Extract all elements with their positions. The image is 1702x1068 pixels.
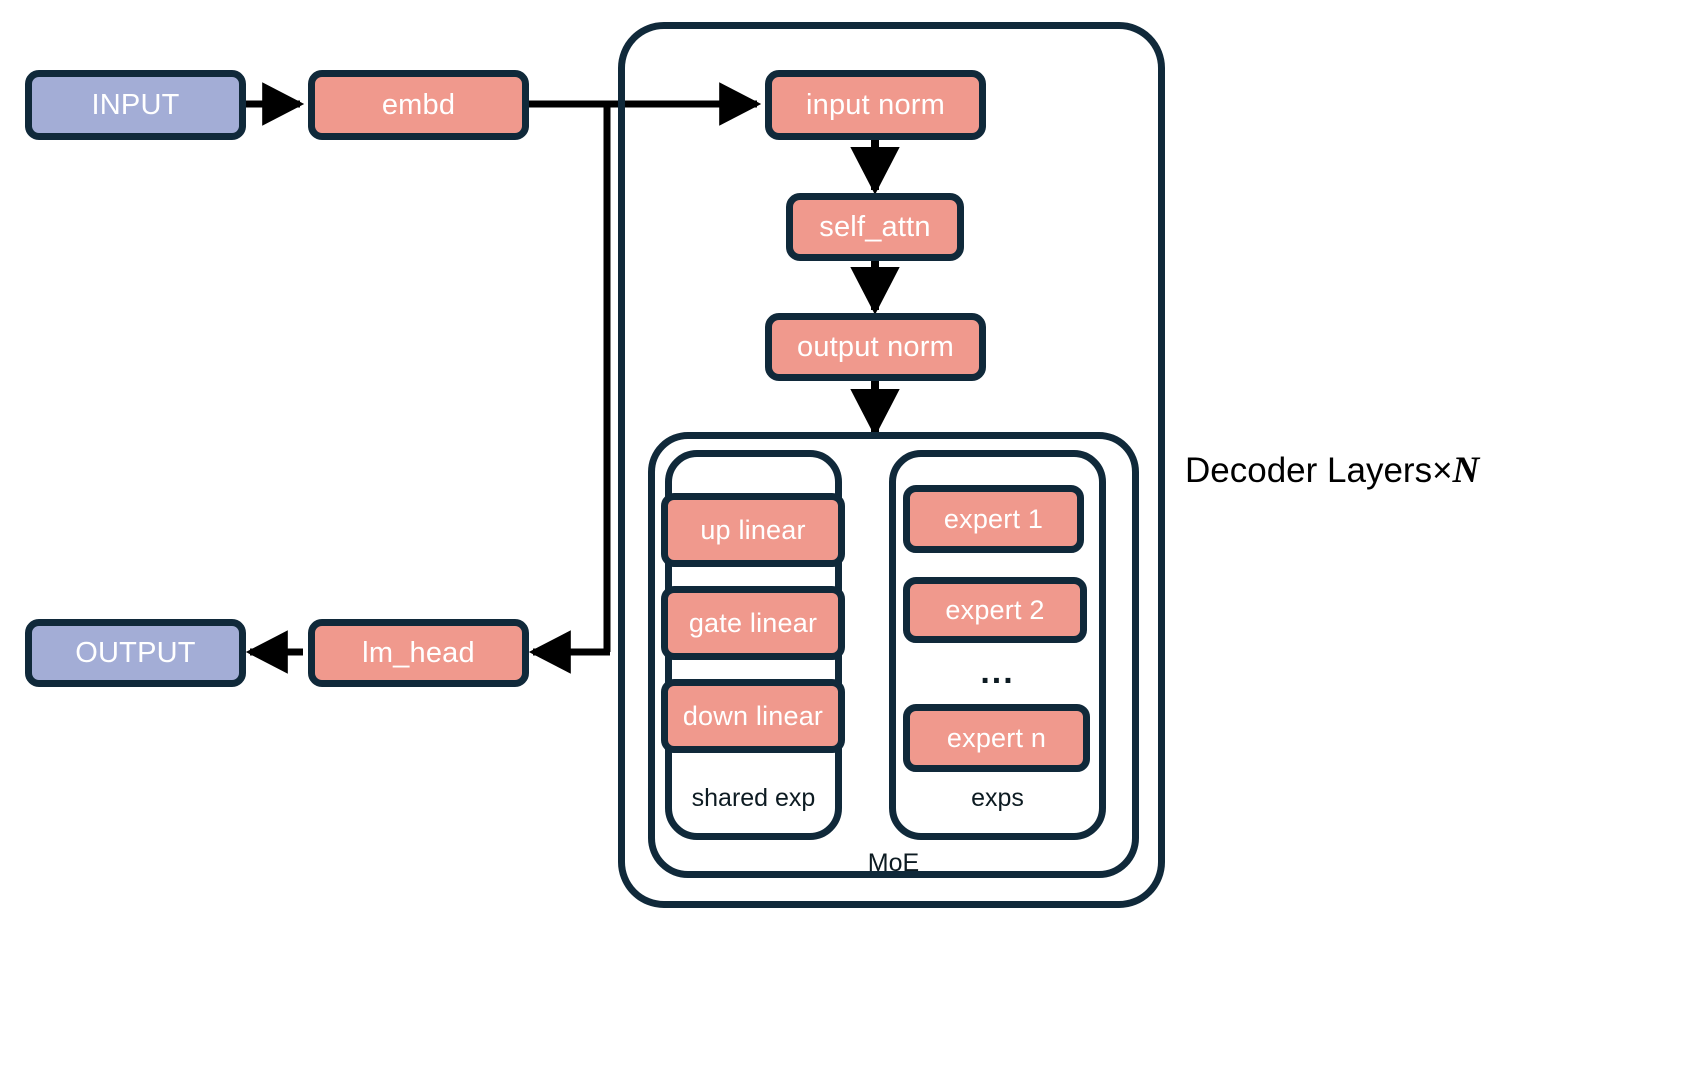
decoder-layers-label-text: Decoder Layers×	[1185, 451, 1453, 490]
node-input-norm[interactable]: input norm	[765, 70, 986, 140]
node-down-linear[interactable]: down linear	[661, 679, 845, 753]
exps-label: exps	[971, 784, 1024, 812]
node-embd[interactable]: embd	[308, 70, 529, 140]
node-self-attn[interactable]: self_attn	[786, 193, 964, 261]
decoder-layers-group	[618, 22, 1165, 908]
node-gate-linear[interactable]: gate linear	[661, 586, 845, 660]
node-lm-head[interactable]: lm_head	[308, 619, 529, 687]
node-expert-2[interactable]: expert 2	[903, 577, 1087, 643]
moe-label: MoE	[867, 849, 920, 877]
node-up-linear[interactable]: up linear	[661, 493, 845, 567]
decoder-layers-label: Decoder Layers×N	[1185, 452, 1479, 489]
node-output-norm[interactable]: output norm	[765, 313, 986, 381]
node-output[interactable]: OUTPUT	[25, 619, 246, 687]
moe-group	[648, 432, 1139, 878]
decoder-layers-count-var: N	[1452, 450, 1480, 491]
node-expert-n[interactable]: expert n	[903, 704, 1090, 772]
node-input[interactable]: INPUT	[25, 70, 246, 140]
node-expert-1[interactable]: expert 1	[903, 485, 1084, 553]
shared-exp-label: shared exp	[691, 784, 816, 812]
experts-ellipsis: ...	[980, 653, 1015, 691]
experts-group	[889, 450, 1106, 840]
